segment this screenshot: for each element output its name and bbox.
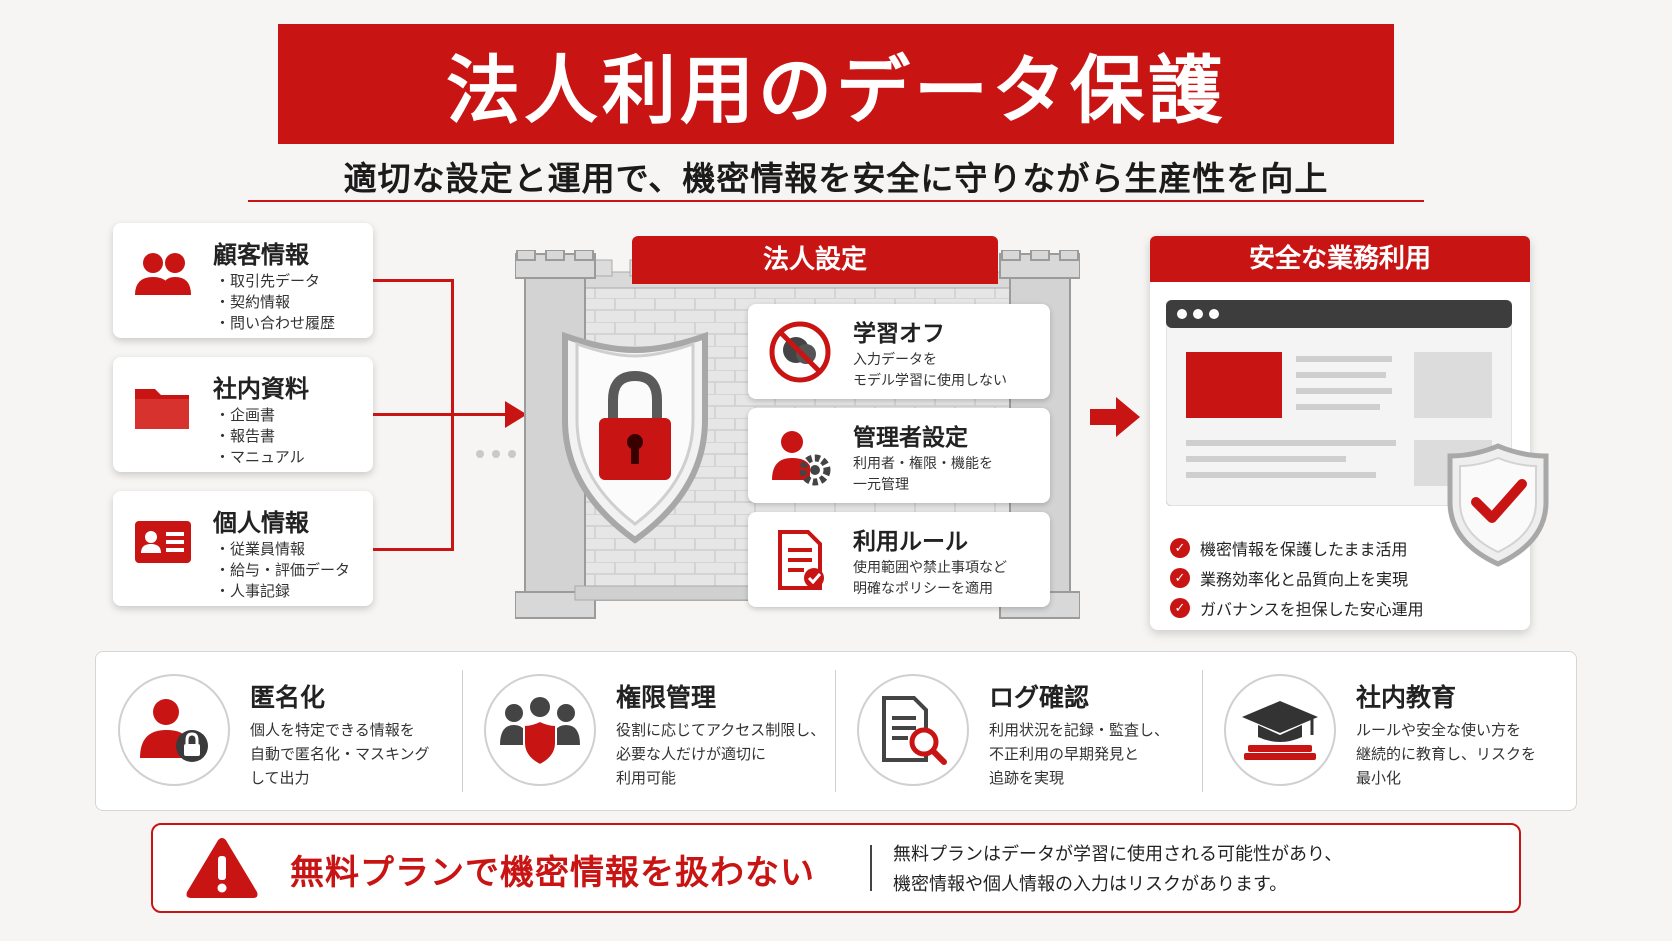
feature-description: ルールや安全な使い方を継続的に教育し、リスクを最小化 bbox=[1356, 721, 1537, 787]
benefit-item: ✓ ガバナンスを担保した安心運用 bbox=[1170, 596, 1424, 620]
check-icon: ✓ bbox=[1170, 598, 1190, 618]
data-card-personal-info: 個人情報 従業員情報 給与・評価データ 人事記録 bbox=[113, 491, 373, 606]
feature-title: 匿名化 bbox=[250, 683, 326, 712]
log-search-icon bbox=[882, 696, 947, 765]
browser-window-illustration bbox=[1166, 300, 1512, 506]
arrow-right-icon bbox=[1090, 397, 1140, 437]
no-learning-icon bbox=[769, 321, 831, 383]
feature-divider bbox=[835, 670, 836, 792]
setting-card-usage-rules: 利用ルール 使用範囲や禁止事項など 明確なポリシーを適用 bbox=[748, 512, 1050, 607]
setting-description: 利用者・権限・機能を 一元管理 bbox=[853, 456, 993, 493]
feature-anonymization: 匿名化 個人を特定できる情報を自動で匿名化・マスキングして出力 bbox=[118, 670, 478, 792]
id-card-icon bbox=[135, 521, 191, 563]
benefit-item: ✓ 業務効率化と品質向上を実現 bbox=[1170, 566, 1408, 590]
warning-title: 無料プランで機密情報を扱わない bbox=[290, 853, 815, 893]
setting-description: 使用範囲や禁止事項など 明確なポリシーを適用 bbox=[853, 560, 1007, 597]
feature-icon-circle bbox=[1224, 674, 1336, 786]
page-title: 法人利用のデータ保護 bbox=[446, 47, 1226, 134]
feature-divider bbox=[462, 670, 463, 792]
data-card-customer: 顧客情報 取引先データ 契約情報 問い合わせ履歴 bbox=[113, 223, 373, 338]
list-item: 契約情報 bbox=[215, 292, 335, 313]
data-card-internal-docs: 社内資料 企画書 報告書 マニュアル bbox=[113, 357, 373, 472]
list-item: 従業員情報 bbox=[215, 539, 350, 560]
feature-title: ログ確認 bbox=[989, 683, 1090, 712]
data-card-list: 取引先データ 契約情報 問い合わせ履歴 bbox=[215, 271, 335, 334]
feature-icon-circle bbox=[857, 674, 969, 786]
document-check-icon bbox=[778, 530, 824, 590]
list-item: 人事記録 bbox=[215, 581, 350, 602]
warning-separator bbox=[870, 845, 872, 891]
section-tab-safe-use: 安全な業務利用 bbox=[1150, 236, 1530, 282]
warning-box bbox=[151, 823, 1521, 913]
ellipsis-dots bbox=[476, 450, 516, 458]
user-lock-icon bbox=[140, 699, 208, 762]
arrow-right-icon bbox=[505, 401, 527, 428]
warning-description: 無料プランはデータが学習に使用される可能性があり、 機密情報や個人情報の入力はリ… bbox=[893, 844, 1343, 895]
connector-line bbox=[373, 413, 511, 416]
check-icon: ✓ bbox=[1170, 568, 1190, 588]
data-card-list: 企画書 報告書 マニュアル bbox=[215, 405, 305, 468]
data-card-title: 顧客情報 bbox=[213, 241, 309, 269]
title-banner: 法人利用のデータ保護 bbox=[278, 24, 1394, 144]
setting-title: 管理者設定 bbox=[853, 425, 968, 451]
section-tab-corporate-settings: 法人設定 bbox=[632, 236, 998, 284]
connector-line bbox=[373, 548, 454, 551]
feature-description: 個人を特定できる情報を自動で匿名化・マスキングして出力 bbox=[250, 721, 430, 787]
setting-title: 利用ルール bbox=[853, 529, 968, 555]
feature-access-control: 権限管理 役割に応じてアクセス制限し、必要な人だけが適切に利用可能 bbox=[484, 670, 844, 792]
benefit-item: ✓ 機密情報を保護したまま活用 bbox=[1170, 536, 1408, 560]
list-item: 給与・評価データ bbox=[215, 560, 350, 581]
feature-training: 社内教育 ルールや安全な使い方を継続的に教育し、リスクを最小化 bbox=[1224, 670, 1584, 792]
shield-check-icon bbox=[1447, 443, 1549, 567]
setting-title: 学習オフ bbox=[853, 321, 945, 347]
data-card-title: 個人情報 bbox=[213, 509, 309, 537]
list-item: 取引先データ bbox=[215, 271, 335, 292]
admin-gear-icon bbox=[772, 431, 831, 486]
feature-title: 権限管理 bbox=[616, 683, 717, 712]
feature-description: 役割に応じてアクセス制限し、必要な人だけが適切に利用可能 bbox=[616, 721, 826, 787]
setting-card-learning-off: 学習オフ 入力データを モデル学習に使用しない bbox=[748, 304, 1050, 399]
connector-line bbox=[373, 279, 454, 282]
setting-card-admin: 管理者設定 利用者・権限・機能を 一元管理 bbox=[748, 408, 1050, 503]
feature-title: 社内教育 bbox=[1356, 683, 1457, 712]
data-card-title: 社内資料 bbox=[213, 375, 309, 403]
warning-icon bbox=[186, 838, 258, 898]
shield-lock-icon bbox=[562, 331, 708, 544]
data-card-list: 従業員情報 給与・評価データ 人事記録 bbox=[215, 539, 350, 602]
feature-log-review: ログ確認 利用状況を記録・監査し、不正利用の早期発見と追跡を実現 bbox=[857, 670, 1217, 792]
list-item: 問い合わせ履歴 bbox=[215, 313, 335, 334]
list-item: 報告書 bbox=[215, 426, 305, 447]
group-shield-icon bbox=[500, 697, 580, 765]
check-icon: ✓ bbox=[1170, 538, 1190, 558]
feature-description: 利用状況を記録・監査し、不正利用の早期発見と追跡を実現 bbox=[989, 721, 1170, 787]
page-subtitle: 適切な設定と運用で、機密情報を安全に守りながら生産性を向上 bbox=[343, 159, 1329, 198]
folder-icon bbox=[135, 389, 189, 429]
feature-icon-circle bbox=[484, 674, 596, 786]
subtitle-underline bbox=[248, 200, 1424, 202]
feature-icon-circle bbox=[118, 674, 230, 786]
feature-divider bbox=[1202, 670, 1203, 792]
setting-description: 入力データを モデル学習に使用しない bbox=[853, 352, 1007, 389]
list-item: 企画書 bbox=[215, 405, 305, 426]
list-item: マニュアル bbox=[215, 447, 305, 468]
graduation-icon bbox=[1242, 701, 1318, 760]
users-icon bbox=[135, 253, 191, 295]
